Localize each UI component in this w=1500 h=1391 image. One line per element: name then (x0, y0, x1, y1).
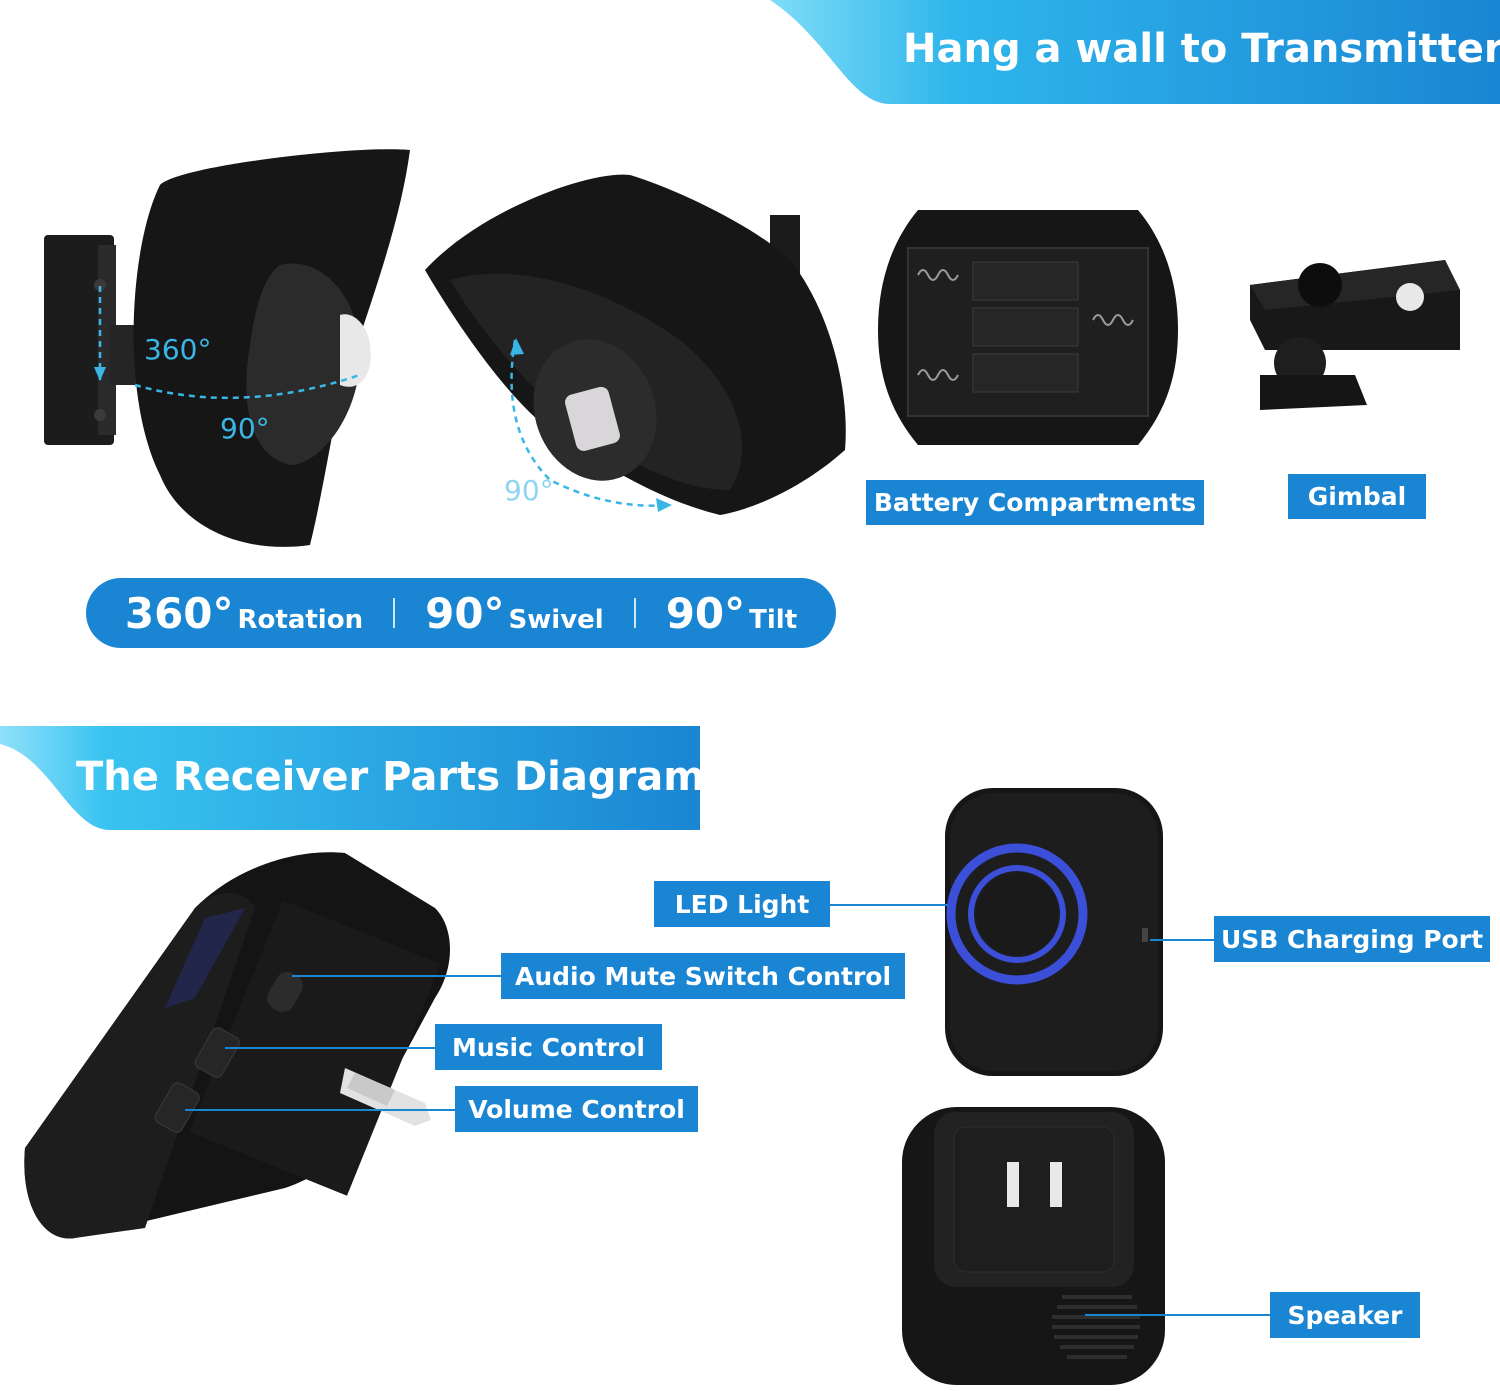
header-banner-shape (770, 0, 1500, 104)
volume-control-leader (185, 1109, 457, 1111)
led-light-leader (828, 904, 948, 906)
mute-switch-leader (292, 975, 502, 977)
led-ring-inner (968, 865, 1066, 963)
receiver-side-view (24, 852, 451, 1239)
receiver-banner-shape (0, 726, 700, 830)
header-banner-title: Hang a wall to Transmitter (903, 26, 1500, 72)
header-banner: Hang a wall to Transmitter (770, 0, 1500, 104)
receiver-banner-title: The Receiver Parts Diagram (76, 754, 705, 800)
volume-control-tag: Volume Control (455, 1086, 698, 1132)
tilt-annotation: 90° (504, 474, 554, 507)
spec-divider (633, 598, 636, 628)
spec-rotation-label: Rotation (237, 604, 364, 635)
transmitter-side-view (44, 149, 410, 547)
swivel-annotation: 90° (220, 412, 270, 445)
spec-swivel: 90° Swivel (395, 589, 634, 638)
spec-tilt: 90° Tilt (636, 589, 827, 638)
receiver-back-view (902, 1107, 1165, 1385)
battery-compartment-image (878, 210, 1178, 445)
music-control-tag: Music Control (435, 1024, 662, 1070)
transmitter-front-view (425, 174, 846, 515)
speaker-tag: Speaker (1270, 1292, 1420, 1338)
spec-pill: 360° Rotation 90° Swivel 90° Tilt (86, 578, 836, 648)
audio-mute-switch-tag: Audio Mute Switch Control (501, 953, 905, 999)
usb-charging-port-tag: USB Charging Port (1214, 916, 1490, 962)
speaker-leader (1085, 1314, 1271, 1316)
receiver-front-view (945, 788, 1163, 1076)
led-light-tag: LED Light (654, 881, 830, 927)
rotation-annotation: 360° (144, 333, 212, 366)
music-control-leader (225, 1047, 437, 1049)
spec-rotation-value: 360° (124, 588, 234, 638)
spec-divider (393, 598, 396, 628)
spec-tilt-value: 90° (665, 588, 746, 638)
receiver-banner: The Receiver Parts Diagram (0, 726, 705, 830)
gimbal-image (1250, 260, 1460, 410)
spec-swivel-value: 90° (425, 588, 505, 638)
battery-compartments-tag: Battery Compartments (866, 480, 1204, 525)
gimbal-tag: Gimbal (1288, 474, 1426, 519)
usb-port-leader (1150, 939, 1216, 941)
spec-rotation: 360° Rotation (95, 589, 393, 638)
spec-tilt-label: Tilt (749, 604, 798, 635)
spec-swivel-label: Swivel (508, 604, 604, 635)
led-ring-outer (946, 843, 1088, 985)
